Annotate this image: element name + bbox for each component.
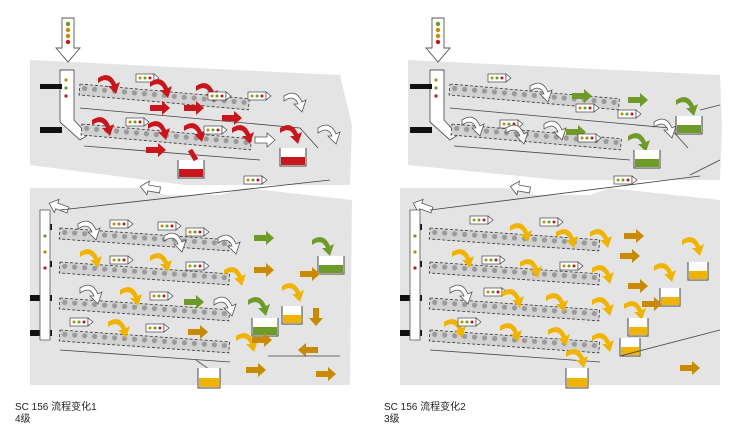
feed-bar: [410, 84, 432, 89]
collection-bucket-green-icon: [675, 115, 703, 135]
feed-inlet-icon: [425, 17, 451, 63]
material-tag-icon: [109, 219, 134, 229]
collection-bucket-yellow-icon: [281, 305, 303, 325]
collection-bucket-yellow-icon: [687, 261, 709, 281]
material-tag-icon: [577, 133, 602, 143]
left-bottom-panel: [30, 188, 352, 385]
left-caption-title: SC 156 流程变化1: [15, 402, 97, 413]
feed-bar: [40, 84, 62, 89]
left-flow-diagram: [30, 17, 352, 389]
material-tag-icon: [575, 103, 600, 113]
material-tag-icon: [613, 175, 638, 185]
material-tag-icon: [559, 261, 584, 271]
distribution-chute: [39, 209, 51, 341]
material-tag-icon: [203, 125, 228, 135]
right-top-panel: [408, 60, 722, 180]
collection-bucket-yellow-icon: [627, 317, 649, 337]
feed-bar: [40, 127, 62, 133]
material-tag-icon: [145, 323, 170, 333]
material-tag-icon: [109, 255, 134, 265]
left-caption: SC 156 流程变化1 4级: [15, 402, 97, 426]
feed-inlet-icon: [55, 17, 81, 63]
material-tag-icon: [185, 227, 210, 237]
collection-bucket-red-icon: [279, 147, 307, 167]
right-bottom-panel: [400, 188, 720, 385]
material-tag-icon: [617, 109, 642, 119]
collection-bucket-red-icon: [177, 159, 205, 179]
material-tag-icon: [69, 317, 94, 327]
right-caption-level: 3级: [384, 414, 400, 425]
feed-bar: [410, 127, 432, 133]
right-flow-diagram: [400, 17, 722, 389]
material-tag-icon: [243, 175, 268, 185]
collection-bucket-green-icon: [251, 317, 279, 337]
left-caption-level: 4级: [15, 414, 31, 425]
material-tag-icon: [457, 317, 482, 327]
material-tag-icon: [469, 215, 494, 225]
material-tag-icon: [207, 91, 232, 101]
collection-bucket-yellow-icon: [659, 287, 681, 307]
material-tag-icon: [539, 217, 564, 227]
collection-bucket-green-icon: [633, 149, 661, 169]
material-tag-icon: [487, 73, 512, 83]
material-tag-icon: [157, 221, 182, 231]
material-tag-icon: [149, 291, 174, 301]
material-tag-icon: [185, 261, 210, 271]
collection-bucket-green-icon: [317, 255, 345, 275]
right-caption: SC 156 流程变化2 3级: [384, 402, 466, 426]
right-caption-title: SC 156 流程变化2: [384, 402, 466, 413]
distribution-chute: [409, 209, 421, 341]
material-tag-icon: [481, 255, 506, 265]
material-tag-icon: [125, 117, 150, 127]
material-tag-icon: [247, 91, 272, 101]
